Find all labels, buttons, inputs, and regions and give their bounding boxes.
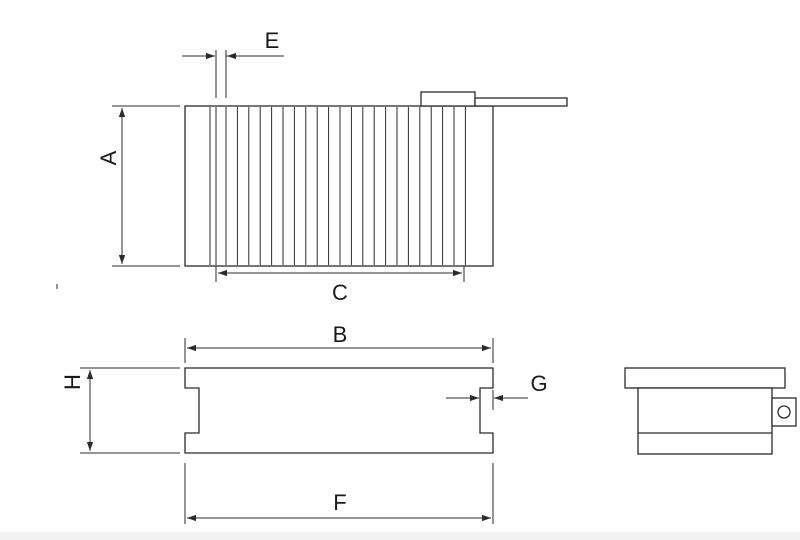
handle-base [420, 91, 476, 107]
dimension-a-label: A [96, 150, 121, 165]
side-view [624, 367, 797, 455]
top-plate [184, 105, 494, 267]
handle-pivot-icon [777, 405, 791, 419]
side-top-plate [624, 367, 786, 389]
dimension-f-label: F [333, 490, 346, 515]
front-profile [184, 367, 494, 454]
dimension-g-label: G [530, 371, 547, 396]
handle-lever [474, 97, 568, 107]
pole-slots [209, 107, 466, 265]
side-handle-boss [771, 397, 797, 427]
dimension-e-label: E [265, 28, 280, 53]
top-view: A E C [96, 28, 568, 305]
dimension-b-label: B [333, 322, 348, 347]
front-view: B H G F [60, 322, 548, 524]
bottom-band [0, 532, 800, 540]
dimension-h-label: H [60, 374, 85, 390]
side-body [637, 387, 773, 455]
dimension-c-label: C [332, 280, 348, 305]
